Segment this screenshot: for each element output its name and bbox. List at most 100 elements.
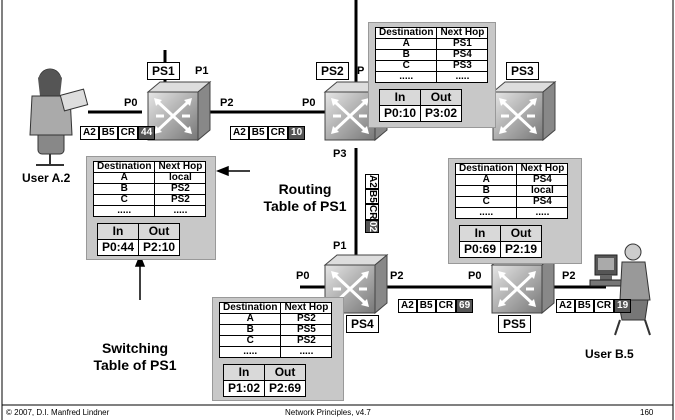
packet-field: A2 [365, 174, 379, 189]
next-hop-cell: PS3 [437, 61, 488, 72]
footer-copyright: © 2007, D.I. Manfred Lindner [6, 408, 109, 417]
next-hop-cell: PS4 [517, 197, 568, 208]
routing-header-destination: Destination [456, 164, 517, 175]
packet-field: A2 [398, 299, 417, 313]
routing-caption-line2: Table of PS1 [250, 198, 360, 215]
switching-header-in: In [380, 90, 421, 106]
destination-cell: A [376, 39, 437, 50]
destination-cell: C [220, 336, 281, 347]
in-port-label-cell: P0:69 [460, 242, 501, 258]
next-hop-cell: PS2 [281, 314, 332, 325]
next-hop-cell: PS2 [155, 195, 206, 206]
user-a2-icon [30, 69, 88, 165]
routing-header-next-hop: Next Hop [437, 28, 488, 39]
ps2-port-p0: P0 [302, 97, 315, 109]
routing-table-caption: Routing Table of PS1 [250, 181, 360, 215]
next-hop-cell: local [155, 173, 206, 184]
routing-header-destination: Destination [220, 303, 281, 314]
packet-field: B5 [249, 126, 268, 140]
next-hop-cell: ..... [155, 206, 206, 217]
routing-caption-line1: Routing [250, 181, 360, 198]
table-row: BPS4 [376, 50, 488, 61]
destination-cell: B [456, 186, 517, 197]
footer-course: Network Principles, v4.7 [285, 408, 371, 417]
destination-cell: A [456, 175, 517, 186]
next-hop-cell: ..... [437, 72, 488, 83]
destination-cell: B [220, 325, 281, 336]
destination-cell: C [94, 195, 155, 206]
next-hop-cell: PS4 [517, 175, 568, 186]
switch-ps3-label: PS3 [506, 62, 539, 80]
next-hop-cell: local [517, 186, 568, 197]
switch-ps2-label: PS2 [316, 62, 349, 80]
out-port-label-cell: P2:69 [265, 381, 306, 397]
destination-cell: ..... [220, 347, 281, 358]
ps5-switching-table: InOutP0:69P2:19 [459, 225, 542, 258]
table-row: BPS2 [94, 184, 206, 195]
packet-field: A2 [230, 126, 249, 140]
destination-cell: C [376, 61, 437, 72]
out-port-label-cell: P3:02 [421, 106, 462, 122]
packet-label: 19 [614, 299, 631, 313]
switching-header-out: Out [421, 90, 462, 106]
ps2-port-p3: P3 [333, 148, 346, 160]
packet-label: 44 [138, 126, 155, 140]
table-row: .......... [94, 206, 206, 217]
table-row: .......... [220, 347, 332, 358]
packet-field: A2 [556, 299, 575, 313]
next-hop-cell: PS1 [437, 39, 488, 50]
user-a2-label: User A.2 [22, 171, 70, 185]
packet-label: 69 [456, 299, 473, 313]
next-hop-cell: PS2 [281, 336, 332, 347]
ps5-port-p2: P2 [562, 270, 575, 282]
out-port-label-cell: P2:10 [139, 240, 180, 256]
ps4-port-p0: P0 [296, 270, 309, 282]
packet-label: 10 [288, 126, 305, 140]
switch-ps3-icon [493, 82, 555, 140]
table-row: Alocal [94, 173, 206, 184]
routing-header-destination: Destination [376, 28, 437, 39]
destination-cell: C [456, 197, 517, 208]
table-row: .......... [376, 72, 488, 83]
packet-field: CR [365, 204, 379, 220]
switching-header-out: Out [139, 224, 180, 240]
next-hop-cell: ..... [517, 208, 568, 219]
switching-header-in: In [98, 224, 139, 240]
switching-header-in: In [460, 226, 501, 242]
packet-label: 02 [365, 220, 379, 233]
routing-header-next-hop: Next Hop [155, 162, 206, 173]
packet-field: B5 [575, 299, 594, 313]
next-hop-cell: PS4 [437, 50, 488, 61]
switching-table-caption: Switching Table of PS1 [70, 340, 200, 374]
next-hop-cell: ..... [281, 347, 332, 358]
routing-header-destination: Destination [94, 162, 155, 173]
packet-field: A2 [80, 126, 99, 140]
switch-ps1-label: PS1 [147, 62, 180, 80]
switch-ps4-label: PS4 [346, 315, 379, 333]
ps1-port-p1: P1 [195, 65, 208, 77]
routing-header-next-hop: Next Hop [281, 303, 332, 314]
table-row: .......... [456, 208, 568, 219]
ps4-switching-table: InOutP1:02P2:69 [223, 364, 306, 397]
destination-cell: A [220, 314, 281, 325]
in-port-label-cell: P0:10 [380, 106, 421, 122]
ps4-port-p1: P1 [333, 240, 346, 252]
